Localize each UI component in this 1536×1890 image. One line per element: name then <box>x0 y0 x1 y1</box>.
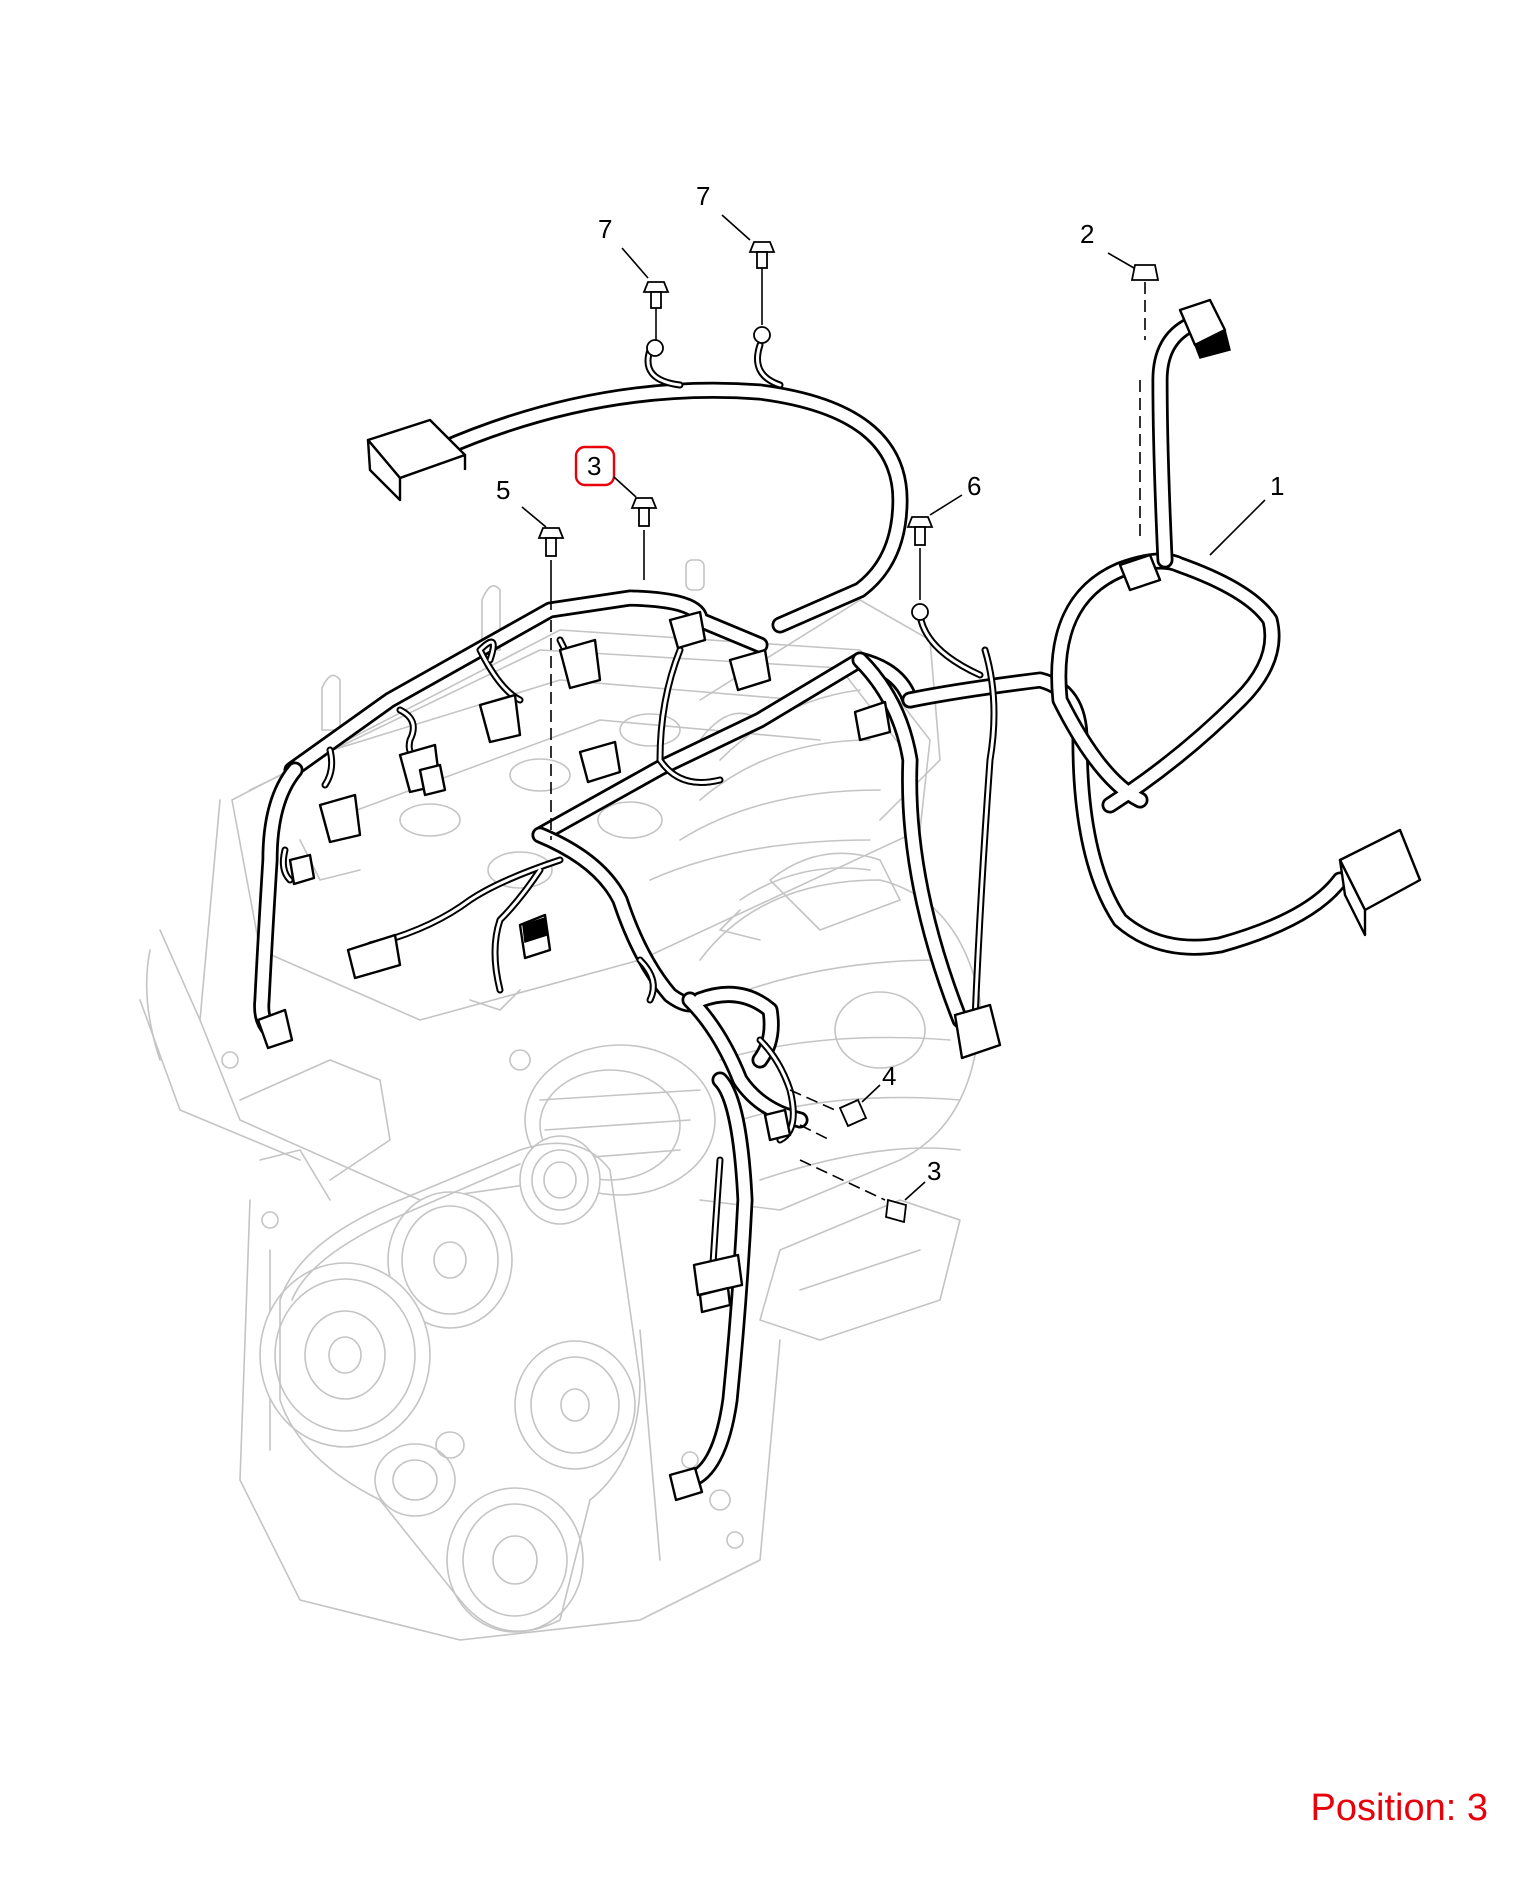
svg-text:7: 7 <box>598 214 612 244</box>
harness-connectors <box>256 298 1422 1502</box>
callout-7-left: 7 <box>598 214 649 279</box>
svg-text:1: 1 <box>1270 471 1284 501</box>
callout-7-right: 7 <box>696 181 751 241</box>
thin-wires <box>279 341 998 1284</box>
svg-text:3: 3 <box>927 1156 941 1186</box>
callout-3-highlighted: 3 <box>574 445 637 498</box>
callout-3-lower: 3 <box>904 1156 941 1201</box>
callout-1: 1 <box>1209 471 1284 556</box>
callout-6: 6 <box>929 471 981 516</box>
callout-2: 2 <box>1080 219 1135 269</box>
svg-text:3: 3 <box>587 451 601 481</box>
callout-4: 4 <box>861 1061 896 1103</box>
callout-5: 5 <box>496 475 547 528</box>
svg-text:5: 5 <box>496 475 510 505</box>
svg-text:2: 2 <box>1080 219 1094 249</box>
svg-text:6: 6 <box>967 471 981 501</box>
svg-text:7: 7 <box>696 181 710 211</box>
callout-labels: 7 7 2 3 5 6 1 4 <box>496 181 1284 1201</box>
svg-text:4: 4 <box>882 1061 896 1091</box>
engine-block-drawing <box>139 559 981 1641</box>
fasteners <box>537 241 1160 1224</box>
position-label: Position: 3 <box>1310 1787 1488 1829</box>
